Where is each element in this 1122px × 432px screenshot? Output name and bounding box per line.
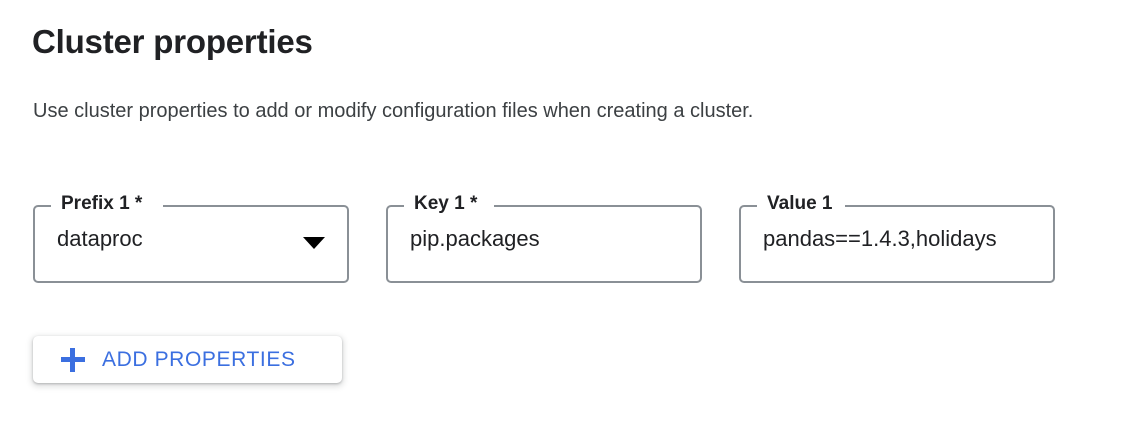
chevron-down-icon[interactable] [303, 237, 325, 249]
value-1-input[interactable]: Value 1 pandas==1.4.3,holidays [739, 193, 1055, 283]
plus-icon [61, 347, 85, 372]
prefix-1-label-notch [51, 205, 163, 209]
add-properties-button-label: ADD PROPERTIES [102, 347, 296, 371]
value-1-label-notch [757, 205, 845, 209]
key-1-label: Key 1 * [414, 193, 478, 214]
key-1-value: pip.packages [410, 226, 540, 251]
prefix-1-label: Prefix 1 * [61, 193, 143, 214]
prefix-1-value: dataproc [57, 226, 143, 251]
page-description: Use cluster properties to add or modify … [33, 100, 754, 122]
prefix-1-select[interactable]: Prefix 1 * dataproc [33, 193, 349, 283]
value-1-value: pandas==1.4.3,holidays [763, 226, 997, 251]
value-1-label: Value 1 [767, 193, 833, 214]
add-properties-button[interactable]: ADD PROPERTIES [33, 336, 342, 383]
page-title: Cluster properties [32, 23, 313, 60]
key-1-label-notch [404, 205, 494, 209]
key-1-input[interactable]: Key 1 * pip.packages [386, 193, 702, 283]
